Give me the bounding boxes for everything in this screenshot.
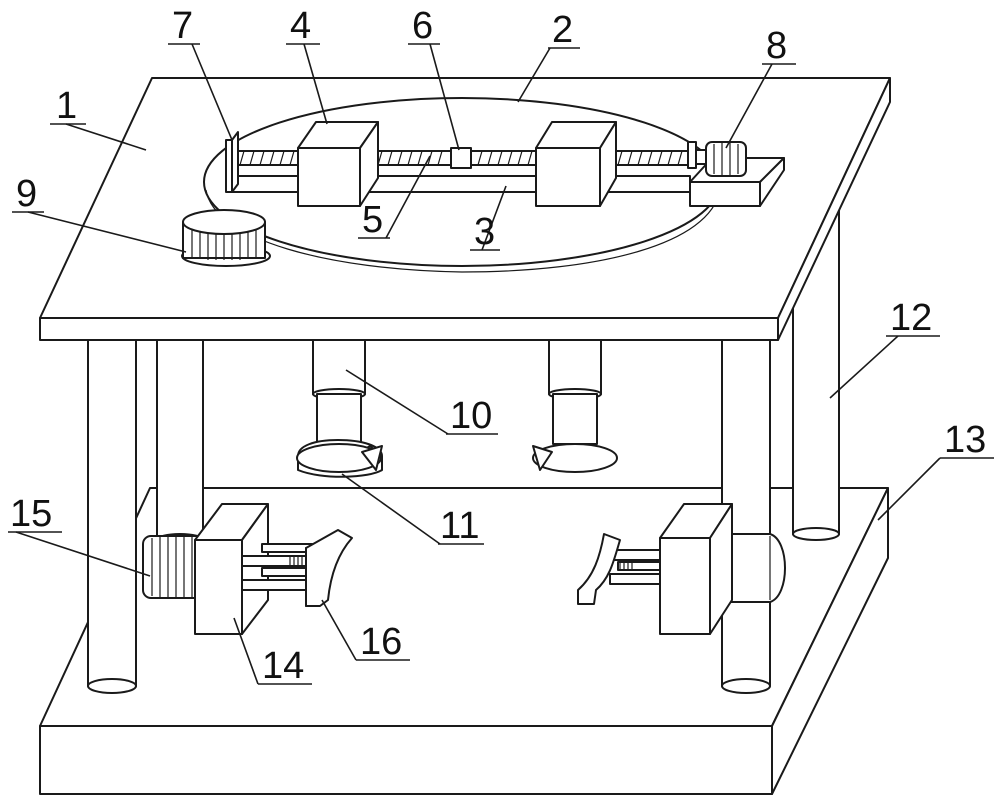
front-column-right (721, 319, 771, 694)
label-5: 5 (362, 199, 383, 241)
leader-lines (8, 43, 994, 685)
label-4: 4 (290, 5, 311, 47)
label-6: 6 (412, 5, 433, 47)
press-head-left (296, 335, 383, 478)
label-9: 9 (16, 173, 37, 215)
right-clamp-assembly (577, 503, 786, 635)
part-labels: 1 2 3 4 5 6 7 8 9 10 11 12 13 14 15 16 (10, 5, 986, 687)
press-head-right (532, 335, 618, 473)
label-14: 14 (262, 645, 304, 687)
label-15: 15 (10, 493, 52, 535)
label-1: 1 (56, 85, 77, 127)
label-16: 16 (360, 621, 402, 663)
label-3: 3 (474, 211, 495, 253)
label-8: 8 (766, 25, 787, 67)
center-nut (450, 147, 472, 169)
label-7: 7 (172, 5, 193, 47)
slide-block-right (535, 121, 617, 207)
bearing-block-left (225, 131, 239, 193)
left-clamp-assembly (142, 503, 353, 635)
slide-block-left (297, 121, 379, 207)
label-13: 13 (944, 419, 986, 461)
label-12: 12 (890, 297, 932, 339)
front-column-left (87, 319, 137, 694)
knob (181, 209, 271, 267)
label-11: 11 (440, 505, 479, 547)
label-10: 10 (450, 395, 492, 437)
motor-top (687, 141, 747, 177)
label-2: 2 (552, 9, 573, 51)
